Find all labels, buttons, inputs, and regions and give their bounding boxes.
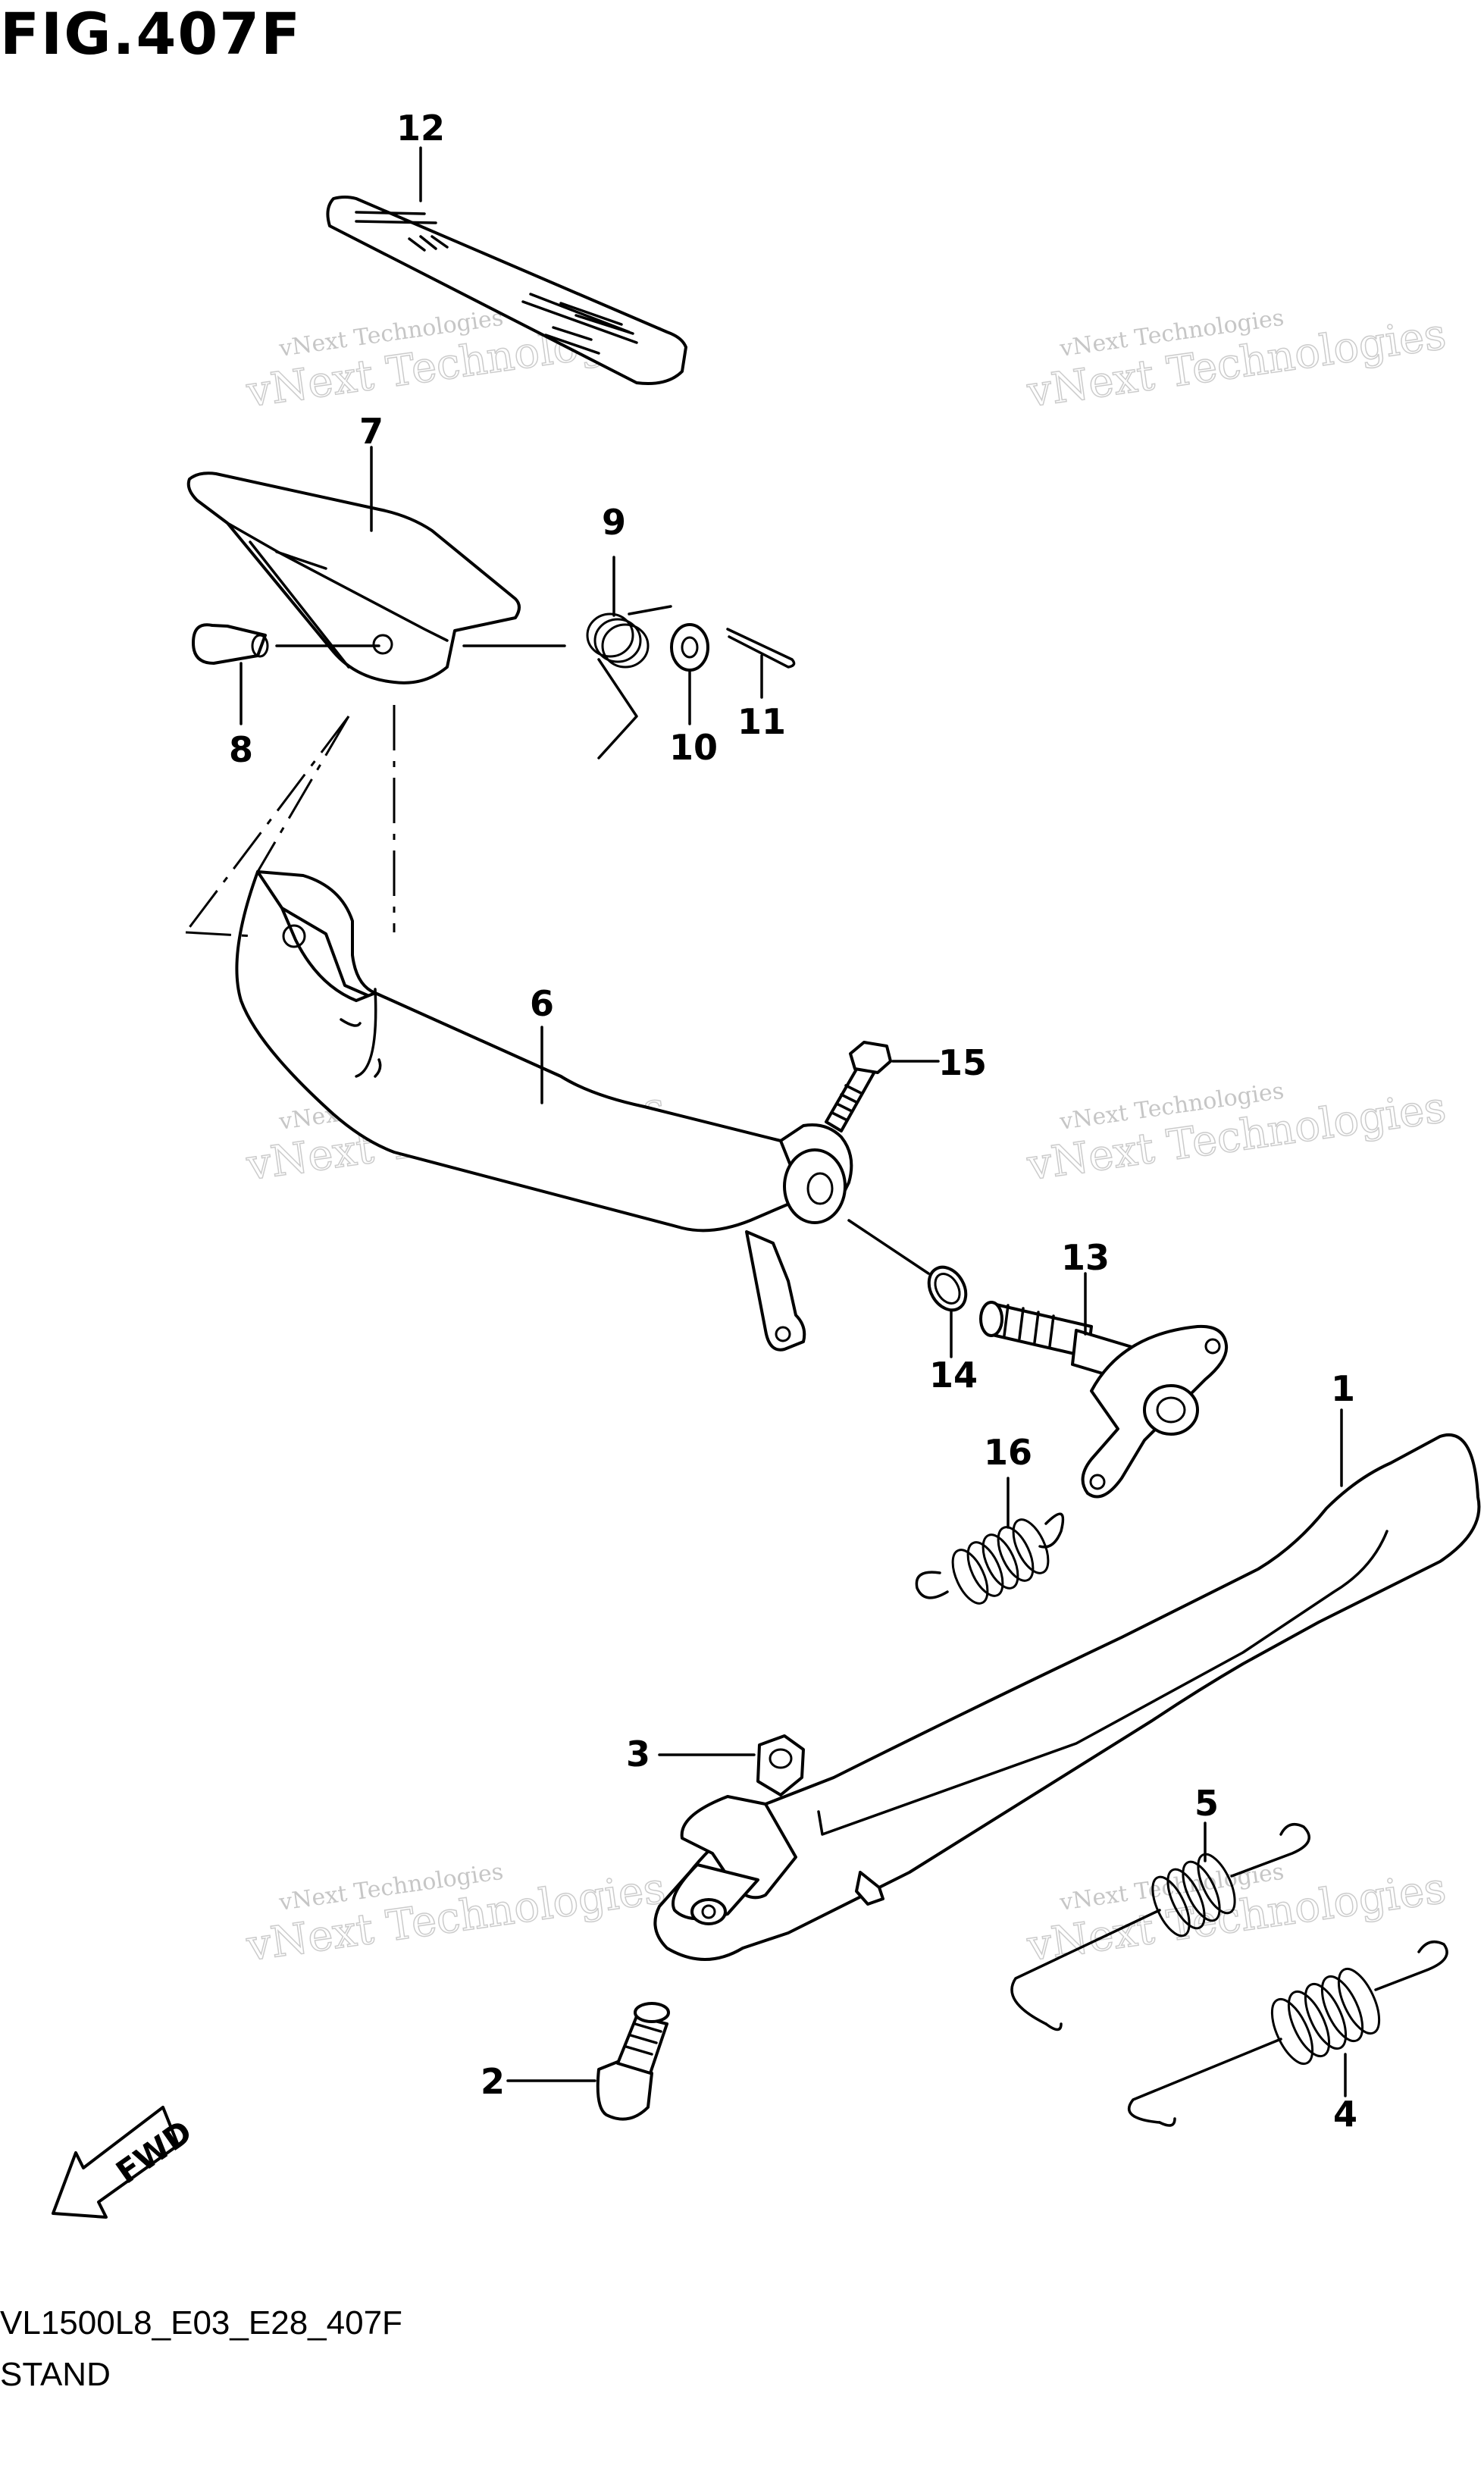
callout-10: 10: [669, 727, 718, 768]
callout-3: 3: [626, 1734, 650, 1775]
callout-15: 15: [938, 1042, 987, 1083]
callout-7: 7: [359, 411, 384, 452]
part-12-pedal-rubber: [326, 196, 687, 385]
callout-1: 1: [1331, 1368, 1355, 1409]
callout-9: 9: [602, 502, 626, 543]
figure-title: FIG.407F: [0, 0, 302, 67]
part-3-nut: [658, 1734, 805, 1796]
part-1-side-stand: [653, 1433, 1481, 1961]
part-15-bolt: [825, 1041, 940, 1132]
part-2-bolt: [506, 2002, 670, 2121]
callout-8: 8: [229, 729, 253, 770]
callout-4: 4: [1333, 2094, 1357, 2135]
callouts: 12 7 9 8 10 11 6 15 13 14 16 1 3 5 2 4: [229, 108, 1357, 2135]
fwd-direction-arrow: FWD: [52, 2106, 199, 2219]
part-16-spring: [915, 1512, 1065, 1605]
part-4-spring: [1128, 1940, 1448, 2127]
callout-14: 14: [929, 1355, 978, 1395]
callout-11: 11: [737, 701, 786, 742]
part-13-shaft: [979, 1301, 1229, 1499]
part-6-lever: [184, 705, 853, 1352]
callout-5: 5: [1194, 1783, 1219, 1824]
part-7-pedal: [186, 471, 521, 684]
part-14-o-ring: [847, 1219, 968, 1312]
callout-12: 12: [396, 108, 445, 149]
part-11-cotter-pin: [726, 628, 796, 669]
diagram-code: VL1500L8_E03_E28_407F: [0, 2304, 402, 2341]
part-10-washer: [670, 623, 709, 672]
callout-13: 13: [1061, 1237, 1110, 1278]
callout-6: 6: [530, 983, 554, 1024]
leader-lines: [240, 146, 1343, 1529]
diagram-name: STAND: [0, 2356, 111, 2393]
callout-16: 16: [984, 1432, 1032, 1473]
part-9-spring: [462, 605, 672, 760]
part-5-spring: [1010, 1821, 1310, 2031]
callout-2: 2: [481, 2061, 505, 2102]
part-8-pin: [192, 623, 380, 665]
